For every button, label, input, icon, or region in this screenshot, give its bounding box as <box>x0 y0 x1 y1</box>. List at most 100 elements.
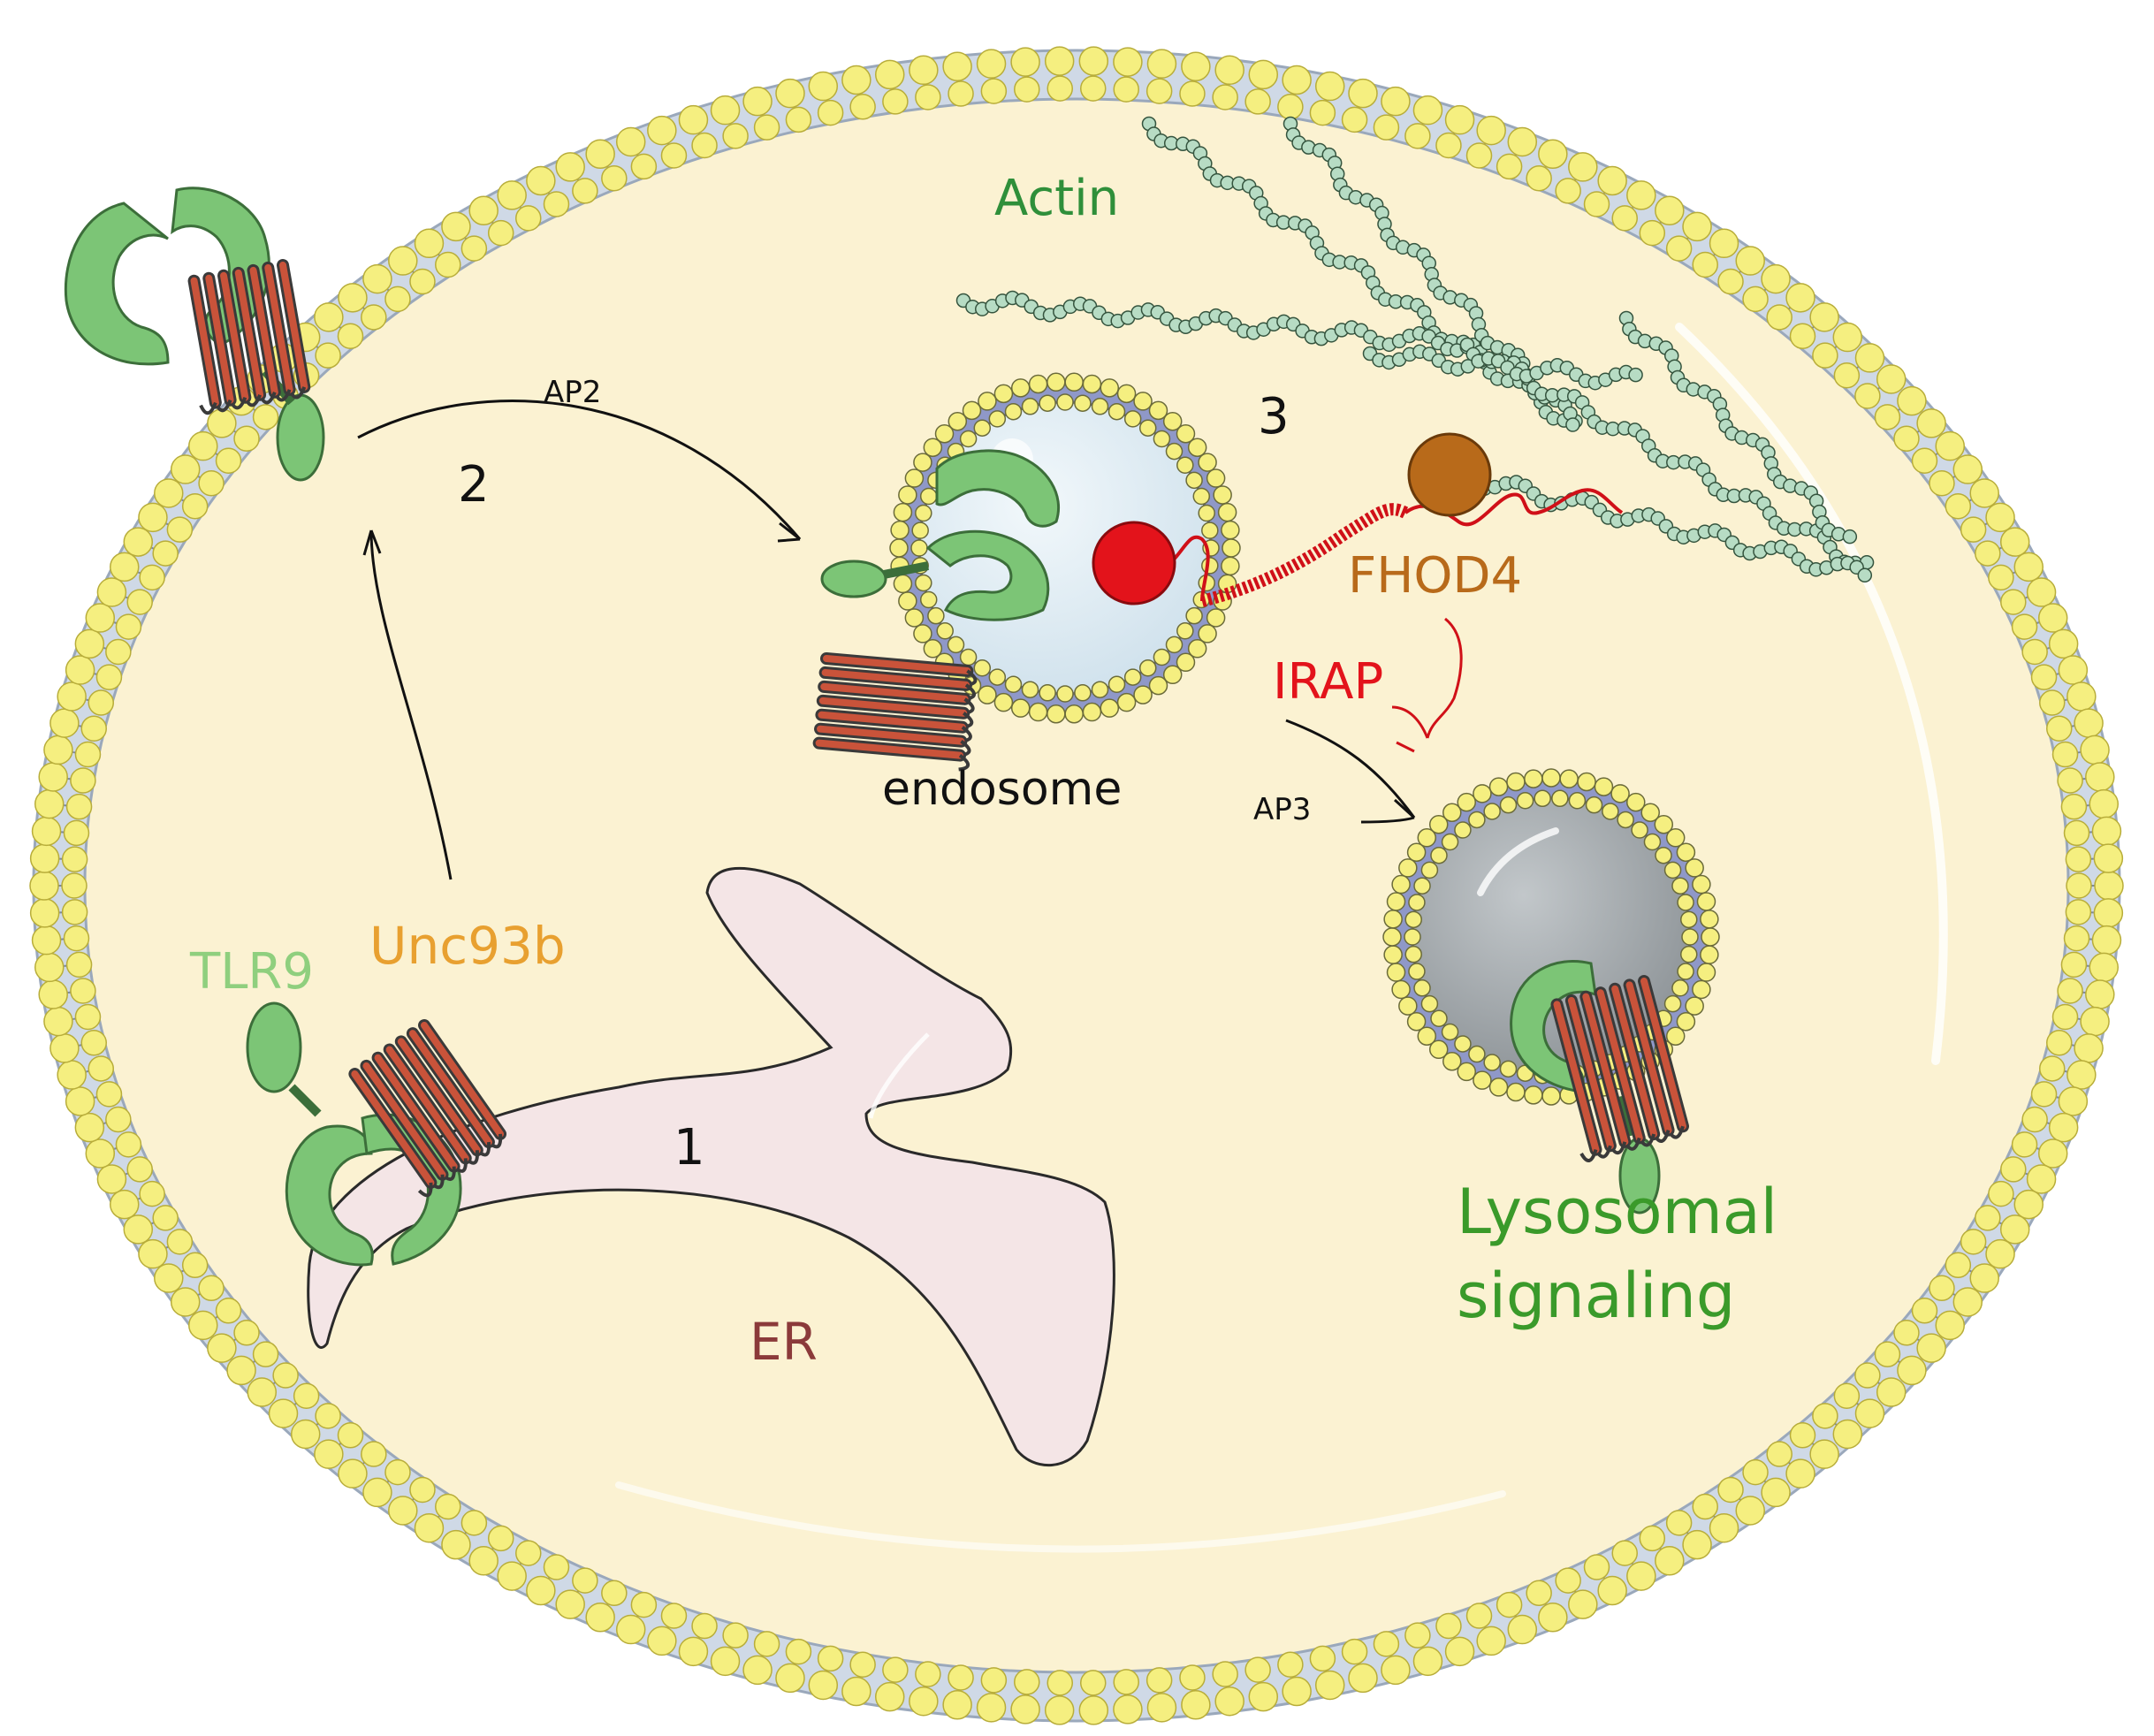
lipid-head <box>691 132 718 159</box>
unc93b-helices-lyso <box>1550 975 1689 1162</box>
lipid-head <box>1021 398 1039 415</box>
lipid-head <box>468 195 499 225</box>
ap2-arrow <box>357 400 802 540</box>
lipid-head <box>2063 819 2090 847</box>
lipid-head <box>1348 78 1378 109</box>
lipid-head <box>1577 772 1596 792</box>
lipid-head <box>2080 735 2110 765</box>
lipid-head <box>1442 803 1462 823</box>
lipid-head <box>1483 803 1501 820</box>
lipid-head <box>2093 898 2124 928</box>
lipid-head <box>904 468 925 488</box>
irap-inhibition-bar <box>1396 741 1415 753</box>
lipid-head <box>785 1638 812 1665</box>
lipid-head <box>1074 394 1092 412</box>
lipid-head <box>2089 788 2120 819</box>
lipid-head <box>1766 1441 1792 1467</box>
lipid-head <box>362 1477 392 1508</box>
lipid-head <box>988 410 1007 428</box>
lipid-head <box>1916 1333 1946 1363</box>
lipid-head <box>29 843 60 873</box>
lipid-head <box>1162 411 1183 431</box>
lipid-head <box>170 1287 201 1317</box>
lipid-head <box>1420 994 1439 1013</box>
lipid-head <box>1309 1645 1336 1672</box>
lipid-head <box>2066 681 2097 712</box>
lipid-head <box>1785 1458 1815 1489</box>
lipid-head <box>460 235 488 262</box>
lipid-head <box>1214 55 1244 86</box>
lipid-head <box>630 1591 658 1618</box>
lipid-head <box>2030 1081 2058 1108</box>
lipid-head <box>414 228 445 259</box>
lipid-head <box>1597 1575 1627 1606</box>
lipid-head <box>1091 681 1109 698</box>
lipid-head <box>1611 1540 1638 1566</box>
lipid-head <box>948 411 968 431</box>
lipid-head <box>74 1112 105 1143</box>
lipid-head <box>74 1003 102 1031</box>
lipid-head <box>585 139 615 169</box>
lipid-head <box>1146 1667 1173 1694</box>
lipid-heads-inner <box>61 75 2092 1696</box>
lipid-head <box>1999 1214 2030 1245</box>
lipid-head <box>775 1663 805 1694</box>
lipid-head <box>1696 963 1716 982</box>
lipid-head <box>1056 393 1074 411</box>
lipid-head <box>361 1441 387 1467</box>
lipid-head <box>1404 928 1421 946</box>
lipid-head <box>1162 665 1183 685</box>
lipid-head <box>207 1333 237 1363</box>
lipid-head <box>976 49 1007 79</box>
lipid-head <box>1988 1180 2014 1207</box>
lipid-head <box>198 1275 225 1302</box>
lipid-head <box>61 846 88 872</box>
lipid-head <box>1692 1493 1718 1520</box>
lipid-head <box>188 430 218 461</box>
tlr9-unc93b-endosome <box>812 449 1061 772</box>
tlr9-unc93b-plasma-membrane <box>64 187 325 482</box>
lipid-head <box>1929 469 1955 497</box>
lipid-head <box>290 1419 321 1450</box>
lipid-head <box>1626 1561 1656 1591</box>
lipid-head <box>70 767 96 794</box>
lipid-head <box>1709 228 1739 259</box>
lipid-head <box>49 1033 80 1063</box>
lipid-head <box>1682 211 1712 242</box>
lipid-head <box>1897 1355 1927 1386</box>
lipid-head <box>166 516 194 543</box>
lipid-head <box>1113 76 1139 103</box>
lipid-head <box>785 106 812 133</box>
lipid-head <box>1148 675 1168 696</box>
lipid-head <box>338 1458 368 1489</box>
step3-label: 3 <box>1258 388 1290 445</box>
unc93b-helices-endo <box>812 652 978 772</box>
lipid-head <box>85 603 116 633</box>
lipid-head <box>1404 945 1422 963</box>
lipid-head <box>1524 769 1543 788</box>
tlr9-unc93b-er <box>246 1001 507 1267</box>
lipid-head <box>948 80 974 107</box>
lipid-head <box>660 142 688 169</box>
lipid-head <box>753 1631 780 1657</box>
lipid-head <box>808 1670 839 1701</box>
lipid-head <box>1692 979 1711 1000</box>
lipid-head <box>1665 1026 1686 1046</box>
lipid-head <box>314 1439 344 1469</box>
lipid-head <box>742 1655 773 1686</box>
lipid-head <box>1014 1669 1040 1695</box>
lipid-head <box>95 1081 123 1108</box>
lipid-head <box>1386 963 1406 982</box>
lipid-head <box>647 1626 677 1656</box>
lipid-head <box>2000 1156 2027 1183</box>
lipid-head <box>1004 675 1023 694</box>
lipid-head <box>1417 828 1437 848</box>
lipid-head <box>96 577 127 607</box>
irap-fhod4-complex <box>1092 432 1624 753</box>
lipid-head <box>2074 1033 2104 1063</box>
lipid-head <box>572 178 598 204</box>
lipid-head <box>691 1612 718 1640</box>
lipid-head <box>138 1238 168 1269</box>
lipid-head <box>105 1106 132 1133</box>
